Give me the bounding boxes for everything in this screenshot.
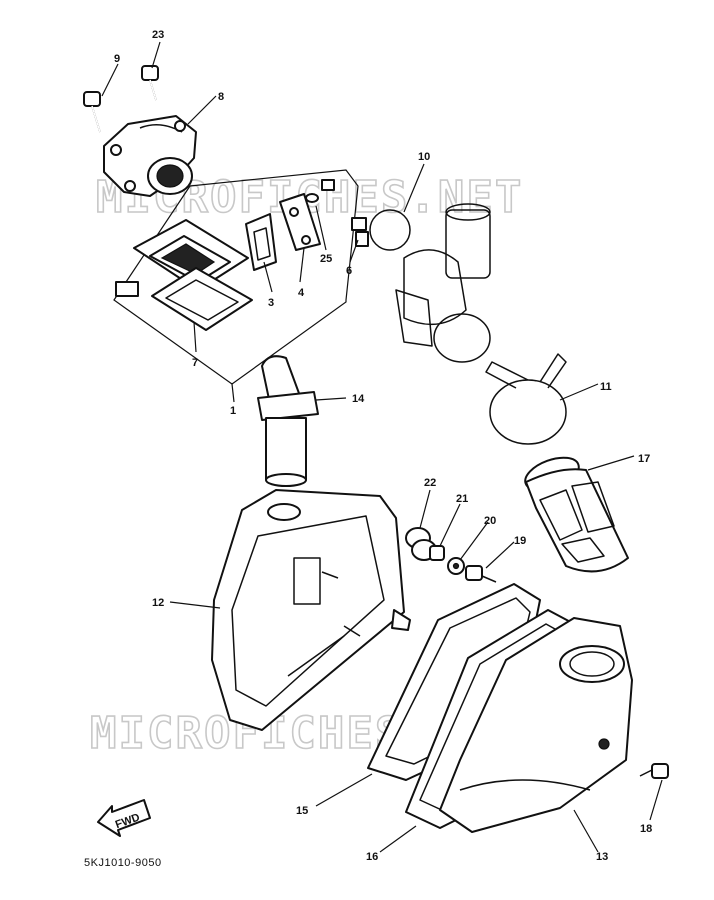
leader-lines [101, 41, 663, 853]
label-13: 13 [596, 851, 608, 863]
label-9: 9 [114, 53, 120, 65]
intake-manifold-8[interactable] [103, 115, 197, 197]
group-bracket-1 [113, 169, 359, 385]
hose-clamp-10[interactable] [351, 209, 411, 251]
label-21: 21 [456, 493, 468, 505]
label-12: 12 [152, 597, 164, 609]
reed-stopper-3[interactable] [245, 213, 277, 271]
joint-pipe-14[interactable] [257, 355, 319, 487]
bolt-9[interactable] [83, 91, 101, 133]
label-23: 23 [152, 29, 164, 41]
label-18: 18 [640, 823, 652, 835]
label-16: 16 [366, 851, 378, 863]
washer-20[interactable] [447, 557, 465, 575]
label-25: 25 [320, 253, 332, 265]
diagram-code: 5KJ1010-9050 [84, 857, 162, 869]
bolt-19[interactable] [465, 565, 497, 583]
label-14: 14 [352, 393, 365, 405]
label-1: 1 [230, 405, 236, 417]
label-8: 8 [218, 91, 224, 103]
bolt-23[interactable] [141, 65, 159, 101]
label-7: 7 [192, 357, 198, 369]
label-22: 22 [424, 477, 436, 489]
label-20: 20 [484, 515, 496, 527]
carburetor [395, 203, 491, 363]
air-cleaner-case-12[interactable] [211, 489, 411, 731]
reed-valve-assembly-7[interactable] [115, 219, 253, 331]
air-filter-joint-17[interactable] [521, 451, 629, 573]
spacer-21[interactable] [429, 545, 445, 561]
label-19: 19 [514, 535, 526, 547]
forward-arrow: FWD [97, 799, 151, 837]
reed-petal-4[interactable] [279, 193, 321, 251]
label-6: 6 [346, 265, 352, 277]
label-4: 4 [298, 287, 305, 299]
label-3: 3 [268, 297, 274, 309]
screw-25[interactable] [305, 179, 335, 203]
wire-clip-11[interactable] [485, 353, 567, 445]
label-11: 11 [600, 381, 612, 393]
label-15: 15 [296, 805, 308, 817]
label-17: 17 [638, 453, 650, 465]
part-labels: 23 9 8 10 25 6 3 4 7 1 14 11 17 22 21 20… [114, 29, 652, 863]
screw-18[interactable] [639, 763, 669, 779]
air-cleaner-cap-13[interactable] [439, 617, 633, 833]
label-10: 10 [418, 151, 430, 163]
